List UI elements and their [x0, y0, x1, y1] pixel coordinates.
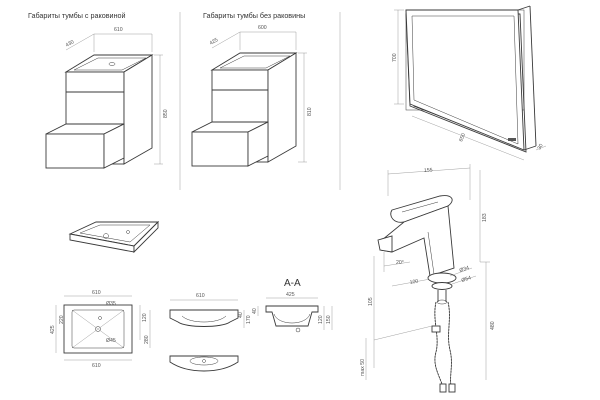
sink-plan-left-label: 425	[50, 325, 56, 334]
faucet-base-label: 105	[368, 297, 374, 306]
faucet-height-label: 183	[482, 213, 488, 222]
sink-side-h2-label: 170	[246, 315, 252, 324]
sink-plan-top-label: 610	[92, 290, 101, 296]
caption-with-sink: Габариты тумбы с раковиной	[28, 11, 126, 20]
mirror-height-label: 700	[392, 53, 398, 62]
faucet-d1-label: Ø34	[459, 265, 470, 274]
sink-plan-d1-label: 220	[59, 315, 65, 324]
sink-plan-bottom-label: 610	[92, 363, 101, 369]
cab1-width-label: 610	[114, 27, 123, 33]
faucet-width-label: 155	[424, 167, 433, 174]
section-label: A-A	[284, 278, 301, 289]
section-h2-label: 120	[318, 315, 324, 324]
sink-plan-hole2-label: Ø45	[106, 338, 116, 344]
cab2-width-label: 600	[258, 25, 267, 31]
caption-without-sink: Габариты тумбы без раковины	[203, 11, 305, 20]
cabinet-without-sink: 425 600 810	[191, 25, 313, 167]
faucet-drawing: 155 183 480 20° 100 Ø34 Ø54	[360, 164, 496, 393]
cab1-depth-label: 430	[65, 39, 76, 49]
section-h3-label: 150	[326, 315, 332, 324]
sink-side-width-label: 610	[196, 293, 205, 299]
sink-plan-view: 610 610 425 220 120 280 Ø35 Ø45	[50, 290, 151, 369]
sink-side-h1-label: 40	[238, 312, 244, 318]
sink-plan-d3-label: 280	[144, 335, 150, 344]
cabinet-with-sink: 430 610 850	[45, 27, 169, 169]
faucet-conn-label: max 50	[360, 359, 366, 376]
faucet-spout-label: 100	[409, 279, 419, 286]
mirror-depth-label: 30	[537, 143, 545, 151]
sink-side-view: 610 40 170	[169, 293, 252, 372]
section-h1-label: 40	[252, 308, 258, 314]
sink-iso-view	[68, 220, 160, 254]
faucet-d2-label: Ø54	[461, 275, 472, 284]
faucet-hose-label: 480	[490, 321, 496, 330]
section-width-label: 425	[286, 292, 295, 298]
section-a-a: A-A 425 40 120 150	[252, 278, 333, 333]
cab2-height-label: 810	[307, 107, 313, 116]
mirror-width-label: 650	[458, 132, 467, 142]
mirror: 700 650 30	[392, 5, 547, 161]
cab1-height-label: 850	[163, 109, 169, 118]
cab2-depth-label: 425	[209, 37, 220, 47]
sink-plan-hole1-label: Ø35	[106, 301, 116, 307]
faucet-angle-label: 20°	[396, 260, 404, 266]
sink-plan-d2-label: 120	[142, 313, 148, 322]
